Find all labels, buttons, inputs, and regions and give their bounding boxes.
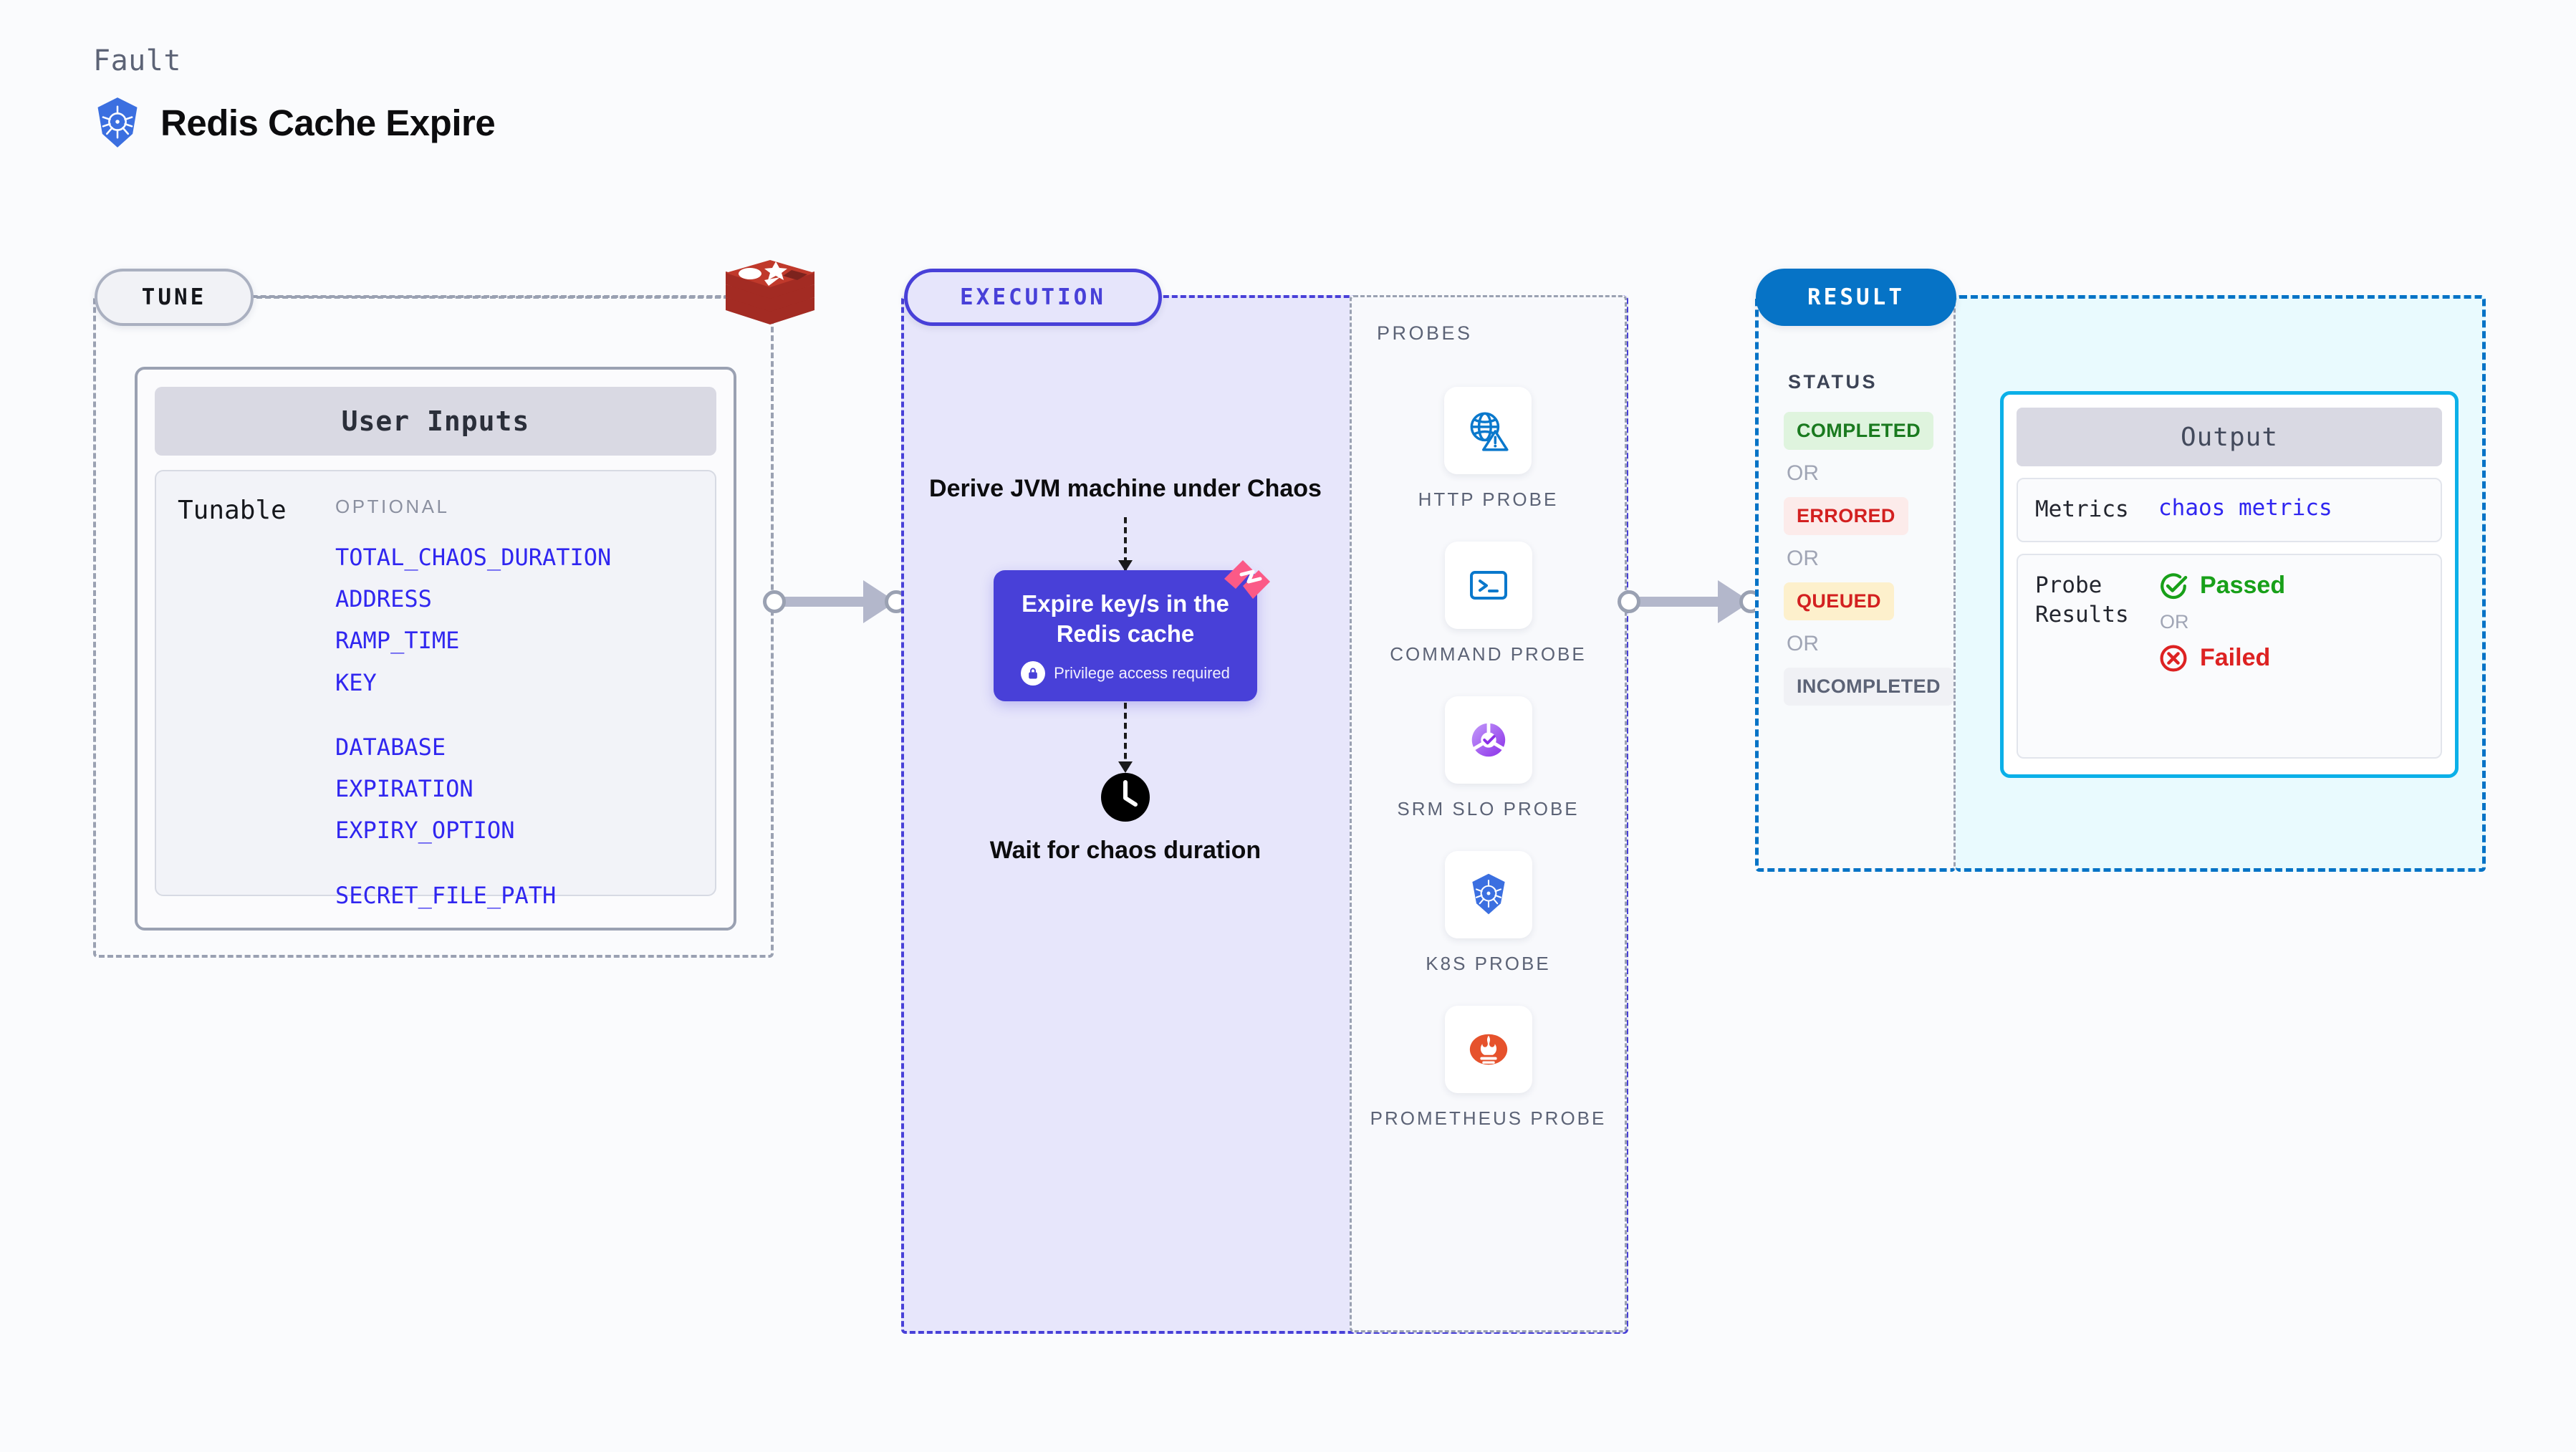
or-separator: OR xyxy=(1787,547,1819,570)
passed-label: Passed xyxy=(2200,572,2286,600)
status-badge-completed: COMPLETED xyxy=(1784,412,1934,450)
user-inputs-card: User Inputs Tunable OPTIONAL TOTAL_CHAOS… xyxy=(135,367,736,931)
globe-warning-icon xyxy=(1471,412,1509,451)
or-separator: OR xyxy=(2160,610,2189,633)
lock-icon xyxy=(1021,661,1046,686)
tunable-item[interactable]: DATABASE xyxy=(335,733,446,761)
tunable-group: DATABASE EXPIRATION EXPIRY_OPTION xyxy=(335,726,715,852)
probe-label: PROMETHEUS PROBE xyxy=(1370,1107,1607,1129)
result-phase-pill[interactable]: RESULT xyxy=(1756,269,1956,326)
optional-header: OPTIONAL xyxy=(335,496,450,517)
tunable-row-label: Tunable xyxy=(178,496,287,525)
status-badge-errored: ERRORED xyxy=(1784,497,1908,535)
tunable-item[interactable]: RAMP_TIME xyxy=(335,627,460,655)
page-title: Redis Cache Expire xyxy=(160,102,496,143)
tune-to-redis-connector xyxy=(256,296,729,299)
status-title: STATUS xyxy=(1788,371,1878,393)
output-card: Output Metrics chaos metrics Probe Resul… xyxy=(2000,391,2459,778)
metrics-label: Metrics xyxy=(2035,496,2129,522)
failed-label: Failed xyxy=(2200,644,2271,672)
fault-title-row: Redis Cache Expire xyxy=(93,96,496,149)
probe-tile[interactable] xyxy=(1444,850,1532,938)
flow-connector xyxy=(1118,516,1133,572)
execution-to-result-arrow xyxy=(1618,580,1762,623)
probe-item-command[interactable]: COMMAND PROBE xyxy=(1390,541,1587,668)
probe-label: K8S PROBE xyxy=(1426,952,1551,974)
probe-item-srm-slo[interactable]: SRM SLO PROBE xyxy=(1397,696,1579,822)
tunable-item[interactable]: EXPIRY_OPTION xyxy=(335,817,515,845)
wait-step-label: Wait for chaos duration xyxy=(989,837,1261,865)
tunable-group: SECRET_FILE_PATH xyxy=(335,875,715,916)
status-badge-queued: QUEUED xyxy=(1784,582,1894,620)
x-circle-icon xyxy=(2160,645,2187,672)
connector-handle[interactable] xyxy=(1618,590,1640,613)
tune-phase-pill[interactable]: TUNE xyxy=(95,269,254,326)
kubernetes-icon xyxy=(97,97,138,148)
check-circle-icon xyxy=(2161,572,2188,599)
probes-list: HTTP PROBE COMMAND PROBE xyxy=(1350,387,1627,1131)
probe-results-label: Probe Results xyxy=(2035,572,2129,628)
probe-tile[interactable] xyxy=(1444,696,1532,784)
connector-handle[interactable] xyxy=(763,590,786,613)
page-header: Fault Redis Cache Expire xyxy=(93,44,496,149)
action-card[interactable]: Expire key/s in the Redis cache Privileg… xyxy=(994,559,1270,702)
kubernetes-icon xyxy=(1471,873,1505,914)
probe-results-values: Passed OR Failed xyxy=(2158,571,2285,741)
terminal-icon xyxy=(1469,570,1507,600)
flow-connector xyxy=(1118,703,1133,774)
redis-icon xyxy=(726,260,814,324)
probe-tile[interactable] xyxy=(1444,387,1532,474)
probe-label: HTTP PROBE xyxy=(1418,489,1559,510)
probe-item-prometheus[interactable]: PROMETHEUS PROBE xyxy=(1370,1005,1607,1132)
probe-result-failed: Failed xyxy=(2158,643,2285,673)
execution-flow: Derive JVM machine under Chaos Expire ke… xyxy=(901,473,1350,867)
fault-kicker: Fault xyxy=(93,44,181,77)
probe-item-k8s[interactable]: K8S PROBE xyxy=(1426,850,1551,977)
privilege-note: Privilege access required xyxy=(1054,664,1230,683)
probes-title: PROBES xyxy=(1377,322,1473,344)
metrics-value-link[interactable]: chaos metrics xyxy=(2158,495,2332,521)
clock-icon xyxy=(1101,773,1150,822)
probe-label: SRM SLO PROBE xyxy=(1397,797,1580,819)
metrics-panel: Metrics chaos metrics xyxy=(2017,478,2442,542)
tunable-item[interactable]: SECRET_FILE_PATH xyxy=(335,881,557,909)
srm-slo-icon xyxy=(1471,721,1505,756)
probe-results-panel: Probe Results Passed OR Failed xyxy=(2017,553,2442,759)
probe-result-passed: Passed xyxy=(2158,571,2285,601)
derive-step-label: Derive JVM machine under Chaos xyxy=(929,475,1322,502)
tunable-panel: Tunable OPTIONAL TOTAL_CHAOS_DURATION AD… xyxy=(155,470,716,909)
execution-phase-pill[interactable]: EXECUTION xyxy=(904,269,1162,326)
user-inputs-header: User Inputs xyxy=(155,387,716,456)
or-separator: OR xyxy=(1787,632,1819,655)
privilege-row: Privilege access required xyxy=(1008,661,1243,686)
status-badge-incompleted: INCOMPLETED xyxy=(1784,668,1953,706)
or-separator: OR xyxy=(1787,461,1819,485)
tunable-item[interactable]: KEY xyxy=(335,668,377,696)
probe-tile[interactable] xyxy=(1444,541,1532,629)
harness-flag-icon xyxy=(1224,559,1270,599)
tunable-item[interactable]: ADDRESS xyxy=(335,585,432,613)
tunable-item[interactable]: TOTAL_CHAOS_DURATION xyxy=(335,544,612,571)
tunable-item[interactable]: EXPIRATION xyxy=(335,775,474,803)
prometheus-icon xyxy=(1469,1034,1507,1064)
status-list: COMPLETED OR ERRORED OR QUEUED OR INCOMP… xyxy=(1784,412,1953,706)
probe-tile[interactable] xyxy=(1444,1005,1532,1093)
tune-to-execution-arrow xyxy=(763,580,908,623)
probe-item-http[interactable]: HTTP PROBE xyxy=(1418,387,1559,513)
probe-label: COMMAND PROBE xyxy=(1390,643,1587,665)
tunable-group: TOTAL_CHAOS_DURATION ADDRESS RAMP_TIME K… xyxy=(335,537,715,703)
output-header: Output xyxy=(2017,408,2442,466)
tunable-list: OPTIONAL TOTAL_CHAOS_DURATION ADDRESS RA… xyxy=(335,496,715,909)
action-card-title: Expire key/s in the Redis cache xyxy=(1022,590,1229,648)
